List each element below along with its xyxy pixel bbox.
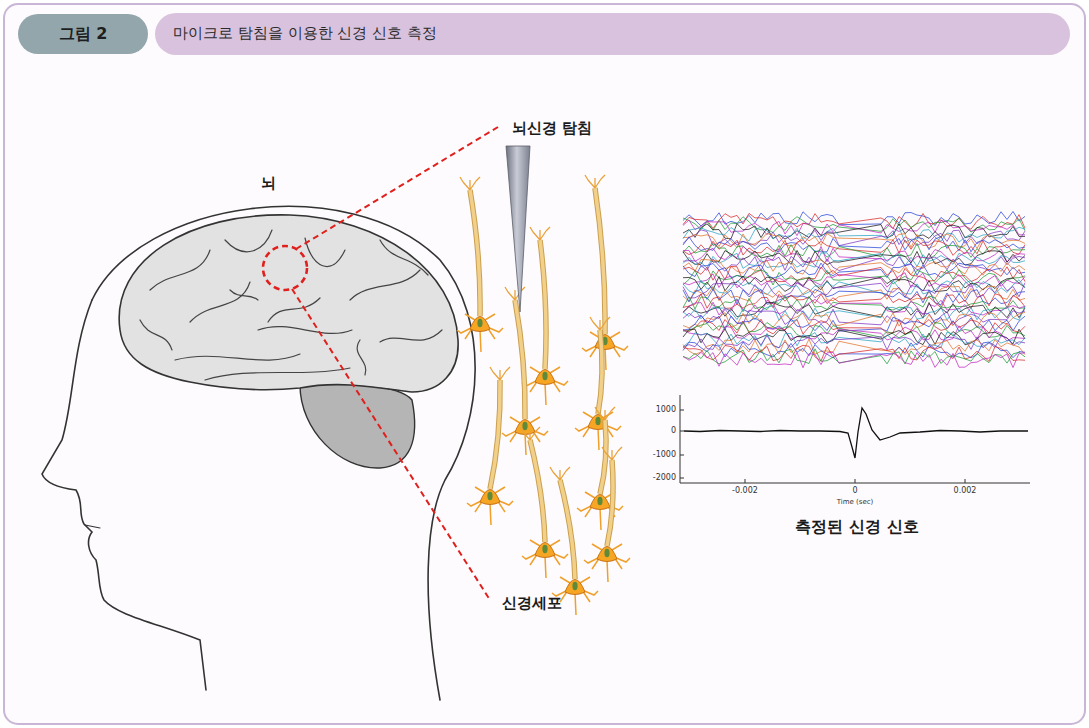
axis-tick: -2000 bbox=[653, 473, 676, 483]
axis-tick: 1000 bbox=[656, 405, 676, 415]
neuron bbox=[584, 447, 630, 582]
spike-trace bbox=[683, 349, 1025, 364]
neuron bbox=[577, 407, 623, 530]
cerebellum bbox=[300, 383, 415, 468]
badge-text: 그림 2 bbox=[59, 24, 108, 45]
neuron bbox=[520, 427, 568, 578]
spike-trace bbox=[683, 286, 1025, 301]
neuron bbox=[467, 367, 513, 525]
spike-trace bbox=[683, 211, 1025, 225]
axis-tick: -1000 bbox=[653, 450, 676, 460]
axis-tick: 0.002 bbox=[954, 486, 977, 496]
spike-trace bbox=[683, 332, 1025, 348]
axis-tick: 0 bbox=[852, 486, 857, 496]
neuron bbox=[550, 467, 598, 615]
spike-trace bbox=[683, 289, 1025, 304]
figure-frame bbox=[4, 4, 1085, 724]
neuron bbox=[522, 227, 568, 405]
spike-trace bbox=[683, 224, 1025, 239]
spike-trace bbox=[683, 352, 1025, 368]
neuron bbox=[575, 317, 621, 450]
figure-title: 마이크로 탐침을 이용한 신경 신호 측정 bbox=[173, 24, 437, 42]
organ-label: 뇌 bbox=[261, 174, 276, 192]
axis-tick: 0 bbox=[671, 426, 676, 436]
spike-trace bbox=[683, 250, 1025, 265]
neuron bbox=[582, 175, 628, 370]
spike-trace bbox=[683, 329, 1025, 345]
spike-trace bbox=[683, 220, 1025, 236]
cell-label: 신경세포 bbox=[502, 594, 562, 612]
neuron bbox=[457, 177, 503, 352]
cerebrum bbox=[119, 215, 458, 392]
axis-title: Time (sec) bbox=[837, 498, 874, 506]
spike-trace bbox=[683, 322, 1025, 337]
axis-tick: -0.002 bbox=[732, 486, 758, 496]
spike-trace bbox=[683, 306, 1025, 322]
spike-trace bbox=[683, 213, 1025, 229]
neuron bbox=[502, 287, 548, 455]
probe-label: 뇌신경 탐침 bbox=[512, 119, 592, 137]
spike-trace bbox=[683, 266, 1025, 282]
spike-trace bbox=[683, 345, 1025, 361]
brain-gyri bbox=[140, 230, 442, 380]
spike-traces bbox=[683, 211, 1025, 367]
signal-label: 측정된 신경 신호 bbox=[795, 517, 918, 536]
signal-plot bbox=[680, 395, 1030, 483]
title-band: 마이크로 탐침을 이용한 신경 신호 측정 bbox=[155, 13, 1070, 55]
neuron-cells bbox=[457, 175, 630, 615]
head-outline bbox=[42, 206, 475, 700]
micro-probe bbox=[506, 146, 530, 312]
figure-badge: 그림 2 bbox=[18, 14, 148, 54]
spike-trace bbox=[683, 280, 1025, 295]
brain bbox=[119, 215, 458, 468]
zoom-guide bbox=[263, 127, 498, 600]
